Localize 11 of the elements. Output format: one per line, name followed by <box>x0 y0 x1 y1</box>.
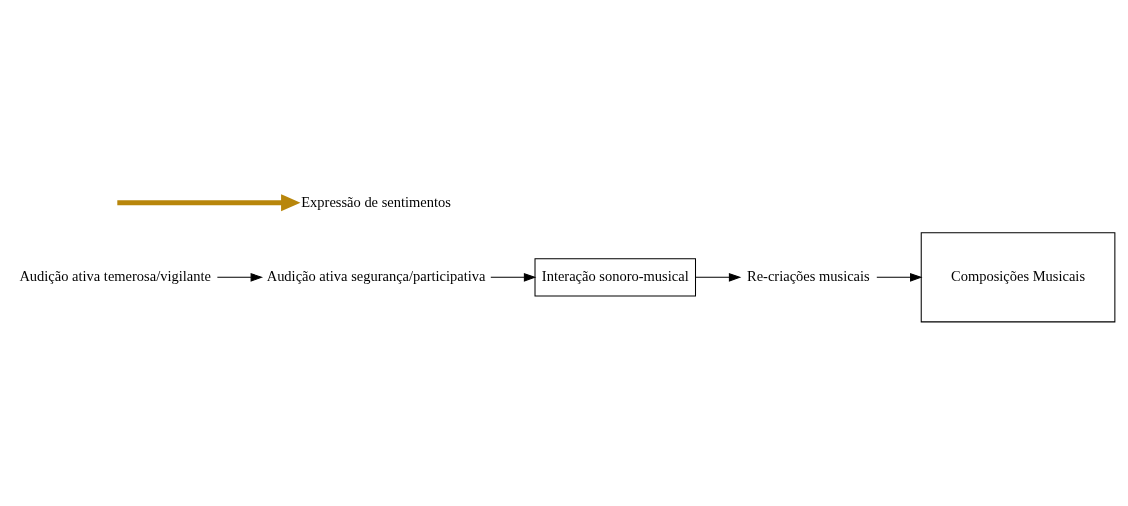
node-text: Audição ativa temerosa/vigilante <box>19 268 211 285</box>
arrow <box>876 272 923 282</box>
arrow <box>695 272 742 282</box>
arrow <box>117 194 301 212</box>
arrow <box>490 272 537 282</box>
node-box: Interação sonoro-musical <box>534 258 696 297</box>
node-text: Re-criações musicais <box>747 268 870 285</box>
node-box: Composições Musicais <box>920 232 1116 323</box>
node-text: Audição ativa segurança/participativa <box>266 268 486 285</box>
node-text: Expressão de sentimentos <box>301 193 451 210</box>
arrow <box>216 272 264 282</box>
